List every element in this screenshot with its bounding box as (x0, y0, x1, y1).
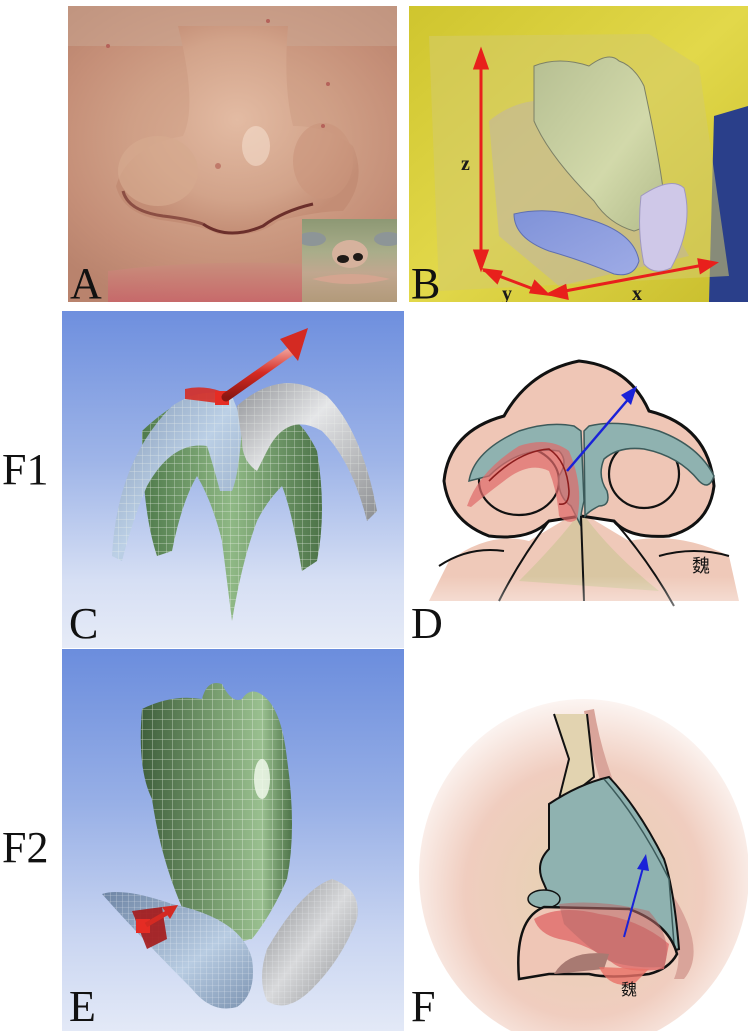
artist-signature: 魏 (621, 982, 638, 999)
coordinate-axes (472, 46, 719, 300)
lower-lateral-cartilage-mesh (112, 328, 377, 621)
basal-view-illustration (409, 359, 748, 648)
artist-signature: 魏 (692, 556, 710, 576)
cartilage-reconstruction (409, 6, 748, 302)
row-label-f1: F1 (2, 445, 49, 494)
basal-view-scan (302, 232, 397, 284)
panel-label-b: B (411, 259, 441, 303)
panel-label-a: A (70, 259, 102, 303)
panel-a-clinical-photo: A (68, 6, 397, 302)
panel-c-fem-mesh: C (62, 311, 404, 648)
inset-3d-scan-basal-view (302, 219, 397, 302)
axis-label-y: y (502, 283, 512, 302)
panel-label-c: C (69, 599, 99, 648)
force-vector-arrow (215, 328, 308, 405)
force-vector-arrow (566, 386, 637, 472)
panel-label-e: E (69, 982, 96, 1031)
lateral-view-illustration (419, 699, 748, 1031)
panel-e-fem-mesh: E (62, 649, 404, 1031)
panel-label-d: D (411, 599, 443, 648)
panel-d-basal-illustration: 魏 D (409, 311, 748, 648)
force-vector-arrow (623, 854, 649, 938)
panel-f-lateral-illustration: 魏 F (409, 649, 748, 1031)
axis-label-z: z (461, 153, 470, 175)
axis-label-x: x (632, 283, 642, 302)
row-label-f2: F2 (2, 823, 49, 872)
panel-label-f: F (411, 982, 436, 1031)
panel-b-3d-reconstruction: z y x B (409, 6, 748, 302)
upper-lower-cartilage-mesh (102, 683, 358, 1009)
